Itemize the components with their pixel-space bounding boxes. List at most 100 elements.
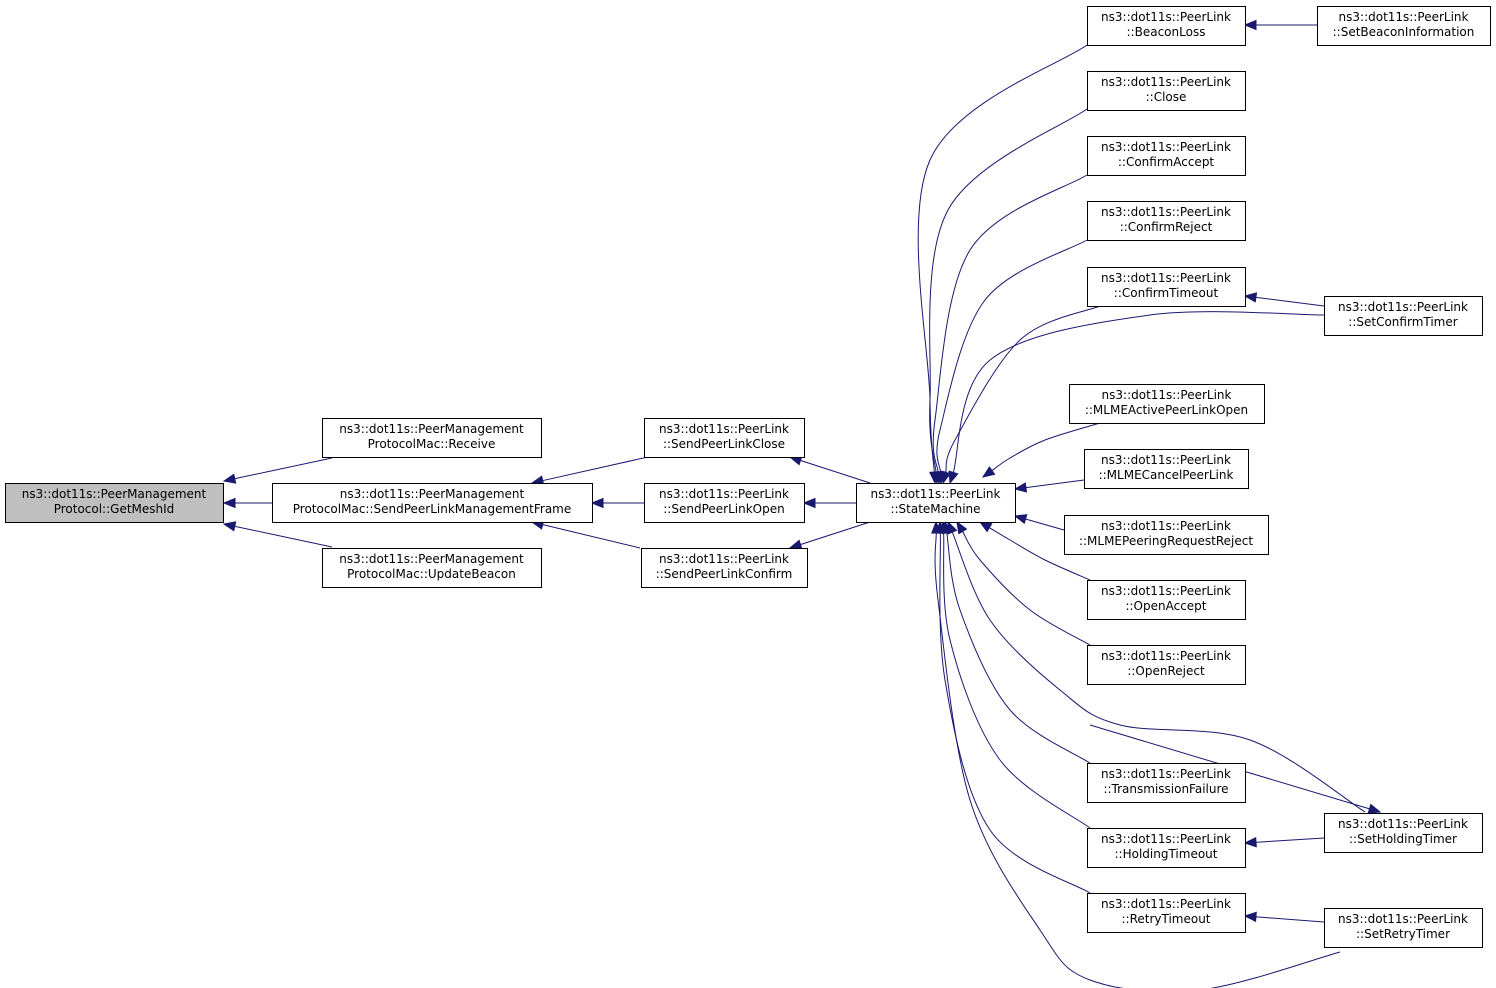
arrowhead-icon bbox=[1243, 837, 1257, 848]
node-beacon-loss[interactable]: ns3::dot11s::PeerLink::BeaconLoss bbox=[1087, 6, 1246, 46]
node-set-beacon-information[interactable]: ns3::dot11s::PeerLink::SetBeaconInformat… bbox=[1317, 6, 1491, 46]
node-box[interactable] bbox=[1087, 136, 1246, 176]
node-box[interactable] bbox=[1087, 828, 1246, 868]
node-transmission-failure[interactable]: ns3::dot11s::PeerLink::TransmissionFailu… bbox=[1087, 763, 1246, 803]
node-retry-timeout[interactable]: ns3::dot11s::PeerLink::RetryTimeout bbox=[1087, 893, 1246, 933]
edges-layer bbox=[222, 19, 1382, 988]
node-label-line-2: ::SendPeerLinkOpen bbox=[663, 502, 784, 516]
node-box[interactable] bbox=[641, 548, 808, 588]
arrowhead-icon bbox=[1367, 803, 1382, 814]
node-label-line-1: ns3::dot11s::PeerLink bbox=[1101, 584, 1231, 598]
node-label-line-1: ns3::dot11s::PeerLink bbox=[1101, 271, 1231, 285]
node-label-line-2: ::ConfirmReject bbox=[1120, 220, 1213, 234]
node-label-line-1: ns3::dot11s::PeerManagement bbox=[339, 422, 524, 436]
edge-sendmgmt-to-getmeshid bbox=[222, 497, 272, 509]
node-close[interactable]: ns3::dot11s::PeerLink::Close bbox=[1087, 71, 1246, 111]
arrowhead-icon bbox=[931, 520, 942, 534]
node-state-machine[interactable]: ns3::dot11s::PeerLink::StateMachine bbox=[856, 483, 1016, 523]
node-label-line-1: ns3::dot11s::PeerLink bbox=[1101, 519, 1231, 533]
edge-setretrytimer-to-retrytimeout bbox=[1243, 911, 1325, 923]
nodes-layer: ns3::dot11s::PeerManagementProtocol::Get… bbox=[5, 6, 1491, 948]
node-box[interactable] bbox=[1084, 449, 1249, 489]
arrowhead-icon bbox=[1243, 292, 1258, 303]
node-box[interactable] bbox=[1087, 645, 1246, 685]
edge-line bbox=[799, 459, 871, 484]
node-set-confirm-timer[interactable]: ns3::dot11s::PeerLink::SetConfirmTimer bbox=[1324, 296, 1483, 336]
arrowhead-icon bbox=[978, 521, 993, 533]
node-box[interactable] bbox=[1064, 515, 1269, 555]
edge-sendconfirm-to-sendmgmt bbox=[530, 519, 641, 549]
edge-setconfirmtimer-to-statemachine bbox=[948, 311, 1325, 485]
edge-mlmecancel-to-statemachine bbox=[1013, 479, 1085, 493]
node-open-accept[interactable]: ns3::dot11s::PeerLink::OpenAccept bbox=[1087, 580, 1246, 620]
node-box[interactable] bbox=[1087, 763, 1246, 803]
edge-statemachine-to-sendopen bbox=[802, 497, 856, 509]
edge-line bbox=[945, 305, 1101, 474]
node-set-retry-timer[interactable]: ns3::dot11s::PeerLink::SetRetryTimer bbox=[1324, 908, 1483, 948]
node-confirm-reject[interactable]: ns3::dot11s::PeerLink::ConfirmReject bbox=[1087, 201, 1246, 241]
node-box[interactable] bbox=[644, 418, 805, 458]
node-box[interactable] bbox=[1087, 893, 1246, 933]
node-label-line-1: ns3::dot11s::PeerLink bbox=[1101, 140, 1231, 154]
node-box[interactable] bbox=[1087, 71, 1246, 111]
edge-confirmtimeout-to-statemachine bbox=[941, 305, 1101, 485]
edge-line bbox=[961, 530, 1091, 646]
edge-line bbox=[936, 239, 1088, 474]
node-send-peer-link-confirm[interactable]: ns3::dot11s::PeerLink::SendPeerLinkConfi… bbox=[641, 548, 808, 588]
node-label-line-2: ProtocolMac::SendPeerLinkManagementFrame bbox=[293, 502, 572, 516]
node-label-line-1: ns3::dot11s::PeerManagement bbox=[340, 487, 525, 501]
edge-updatebeacon-to-getmeshid bbox=[222, 521, 333, 548]
node-box[interactable] bbox=[1324, 813, 1483, 853]
node-confirm-timeout[interactable]: ns3::dot11s::PeerLink::ConfirmTimeout bbox=[1087, 267, 1246, 307]
edge-mlmeactive-to-statemachine bbox=[981, 422, 1101, 478]
node-label-line-1: ns3::dot11s::PeerLink bbox=[659, 487, 789, 501]
node-open-reject[interactable]: ns3::dot11s::PeerLink::OpenReject bbox=[1087, 645, 1246, 685]
node-box[interactable] bbox=[856, 483, 1016, 523]
node-box[interactable] bbox=[1069, 384, 1265, 424]
node-confirm-accept[interactable]: ns3::dot11s::PeerLink::ConfirmAccept bbox=[1087, 136, 1246, 176]
node-box[interactable] bbox=[644, 483, 805, 523]
edge-statemachine-to-sendclose bbox=[788, 455, 871, 484]
edge-line bbox=[1254, 296, 1325, 307]
node-label-line-2: ::ConfirmAccept bbox=[1118, 155, 1215, 169]
node-box[interactable] bbox=[1324, 908, 1483, 948]
node-update-beacon[interactable]: ns3::dot11s::PeerManagementProtocolMac::… bbox=[322, 548, 542, 588]
node-receive[interactable]: ns3::dot11s::PeerManagementProtocolMac::… bbox=[322, 418, 542, 458]
node-box[interactable] bbox=[272, 483, 593, 523]
edge-line bbox=[541, 456, 649, 482]
node-box[interactable] bbox=[5, 483, 224, 523]
node-box[interactable] bbox=[1087, 201, 1246, 241]
node-label-line-1: ns3::dot11s::PeerLink bbox=[1101, 649, 1231, 663]
node-label-line-2: ::TransmissionFailure bbox=[1103, 782, 1228, 796]
arrowhead-icon bbox=[956, 520, 968, 535]
node-box[interactable] bbox=[322, 418, 542, 458]
edge-line bbox=[233, 457, 333, 480]
node-box[interactable] bbox=[1317, 6, 1491, 46]
node-box[interactable] bbox=[1324, 296, 1483, 336]
node-label-line-2: ::OpenAccept bbox=[1125, 599, 1206, 613]
node-set-holding-timer[interactable]: ns3::dot11s::PeerLink::SetHoldingTimer bbox=[1324, 813, 1483, 853]
node-send-peer-link-open[interactable]: ns3::dot11s::PeerLink::SendPeerLinkOpen bbox=[644, 483, 805, 523]
node-box[interactable] bbox=[1087, 580, 1246, 620]
edge-line bbox=[1024, 518, 1065, 531]
edge-setbeaconinfo-to-beaconloss bbox=[1243, 19, 1317, 31]
node-box[interactable] bbox=[322, 548, 542, 588]
node-mlme-peering-request-reject[interactable]: ns3::dot11s::PeerLink::MLMEPeeringReques… bbox=[1064, 515, 1269, 555]
node-box[interactable] bbox=[1087, 6, 1246, 46]
node-mlme-cancel-peer-link[interactable]: ns3::dot11s::PeerLink::MLMECancelPeerLin… bbox=[1084, 449, 1249, 489]
node-label-line-1: ns3::dot11s::PeerLink bbox=[1338, 817, 1468, 831]
node-getmeshid[interactable]: ns3::dot11s::PeerManagementProtocol::Get… bbox=[5, 483, 224, 523]
node-label-line-1: ns3::dot11s::PeerLink bbox=[1102, 388, 1232, 402]
edge-line bbox=[943, 531, 1091, 829]
node-label-line-2: ::MLMEPeeringRequestReject bbox=[1079, 534, 1253, 548]
node-box[interactable] bbox=[1087, 267, 1246, 307]
edge-transfail-to-statemachine bbox=[941, 520, 1091, 764]
arrowhead-icon bbox=[802, 497, 816, 509]
node-send-peer-link-management-frame[interactable]: ns3::dot11s::PeerManagementProtocolMac::… bbox=[272, 483, 593, 523]
node-holding-timeout[interactable]: ns3::dot11s::PeerLink::HoldingTimeout bbox=[1087, 828, 1246, 868]
node-label-line-1: ns3::dot11s::PeerLink bbox=[871, 487, 1001, 501]
node-send-peer-link-close[interactable]: ns3::dot11s::PeerLink::SendPeerLinkClose bbox=[644, 418, 805, 458]
node-label-line-2: ::StateMachine bbox=[890, 502, 980, 516]
node-mlme-active-peer-link-open[interactable]: ns3::dot11s::PeerLink::MLMEActivePeerLin… bbox=[1069, 384, 1265, 424]
